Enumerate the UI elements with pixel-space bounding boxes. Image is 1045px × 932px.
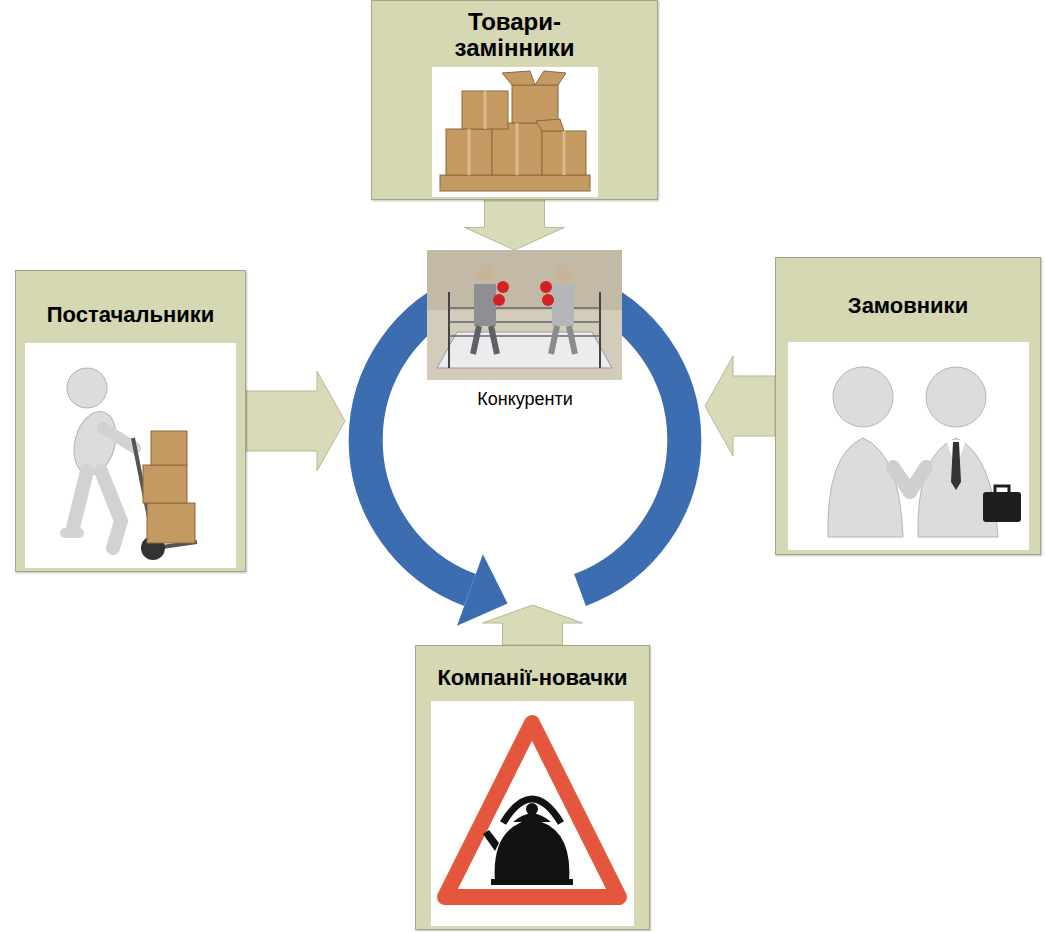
force-box: Замовники (775, 257, 1041, 555)
boxing-illustration (427, 250, 622, 380)
box-title: Компанії-новачки (437, 666, 627, 690)
box-title: Товари- замінники (430, 9, 600, 62)
box-title: Замовники (848, 294, 968, 318)
force-box: Постачальники (15, 270, 246, 572)
block-arrow (483, 605, 583, 645)
boxes-illustration (432, 67, 598, 197)
competitors-node: Конкуренти (345, 250, 705, 605)
box-title: Постачальники (47, 303, 215, 327)
block-arrow (246, 371, 345, 471)
cycle-arrowhead (457, 554, 508, 625)
block-arrow (705, 356, 775, 456)
force-box: Компанії-новачки (415, 645, 650, 930)
force-box: Товари- замінники (371, 0, 658, 200)
handshake-illustration (788, 342, 1029, 550)
warning-illustration (431, 701, 634, 926)
block-arrow (465, 200, 565, 250)
supplier-illustration (25, 343, 236, 568)
node-label: Конкуренти (477, 390, 573, 410)
